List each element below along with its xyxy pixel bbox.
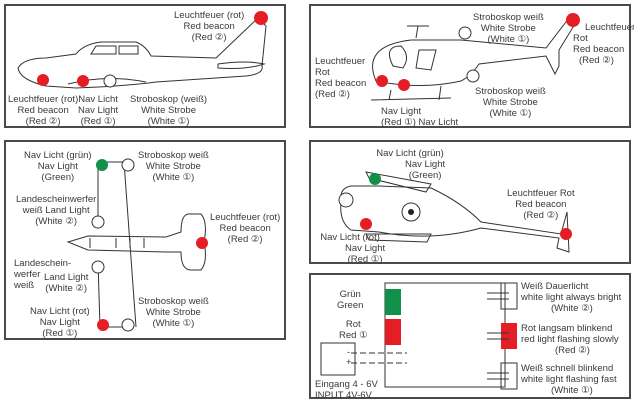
label-tail-beacon: Leuchtfeuer (rot)Red beacon(Red ②) xyxy=(174,10,245,43)
beacon-light xyxy=(196,237,208,249)
helicopter-top-drawing xyxy=(338,171,572,253)
strobe-light-bottom xyxy=(121,318,135,332)
nav-light-green xyxy=(369,173,381,185)
wiring-drawing xyxy=(320,282,518,390)
label-nav-light: Nav Light(Red ①) Nav Licht xyxy=(381,106,459,128)
belly-beacon-light xyxy=(37,74,49,86)
beacon-light xyxy=(560,228,572,240)
top-strobe-light xyxy=(458,26,472,40)
strobe-light-top xyxy=(121,158,135,172)
red-output xyxy=(385,319,401,345)
nav-light-green xyxy=(96,159,108,171)
nav-light-red xyxy=(97,319,109,331)
tail-beacon-light xyxy=(254,11,268,25)
nav-light-red xyxy=(360,218,372,230)
panel-helicopter-top: Nav Licht (grün)Nav Light(Green) Leuchtf… xyxy=(309,140,631,265)
label-beacon: Leuchtfeuer (rot)Red beacon(Red ②) xyxy=(210,212,281,245)
white-steady-output xyxy=(500,282,518,310)
green-output xyxy=(385,289,401,315)
label-belly-beacon: Leuchtfeuer (rot)Red beacon(Red ②) xyxy=(8,94,79,127)
label-nav-green: Nav Licht (grün)Nav Light(Green) xyxy=(376,148,446,181)
land-light-bottom xyxy=(91,260,105,274)
panel-airplane-top: Nav Licht (grün)Nav Light(Green) Strobos… xyxy=(4,140,286,340)
front-beacon-light xyxy=(376,75,388,87)
label-strobe: Stroboskop (weiß)White Strobe(White ①) xyxy=(130,94,208,127)
label-nav-red: Nav Licht (rot)Nav Light(Red ①) xyxy=(30,306,90,339)
label-plus: + xyxy=(346,357,352,368)
label-nav-green: Nav Licht (grün)Nav Light(Green) xyxy=(24,150,92,183)
battery-box xyxy=(320,342,356,376)
airplane-top-drawing xyxy=(66,158,208,332)
nav-light-red xyxy=(77,75,89,87)
front-dome xyxy=(338,192,354,208)
label-minus: - xyxy=(347,347,351,358)
white-fast-output xyxy=(500,362,518,390)
airplane-side-drawing xyxy=(17,11,268,89)
bottom-strobe-light xyxy=(466,69,480,83)
strobe-light-white xyxy=(103,74,117,88)
helicopter-side-drawing xyxy=(370,13,580,101)
tail-beacon-light xyxy=(566,13,580,27)
label-nav-red: Nav Licht (rot)Nav Light(Red ①) xyxy=(320,232,386,265)
rotor-hub-center xyxy=(408,209,414,215)
red-slow-output xyxy=(501,323,517,349)
nav-light-red xyxy=(398,79,410,91)
panel-airplane-side: Leuchtfeuer (rot)Red beacon(Red ②) Leuch… xyxy=(4,4,286,128)
land-light-top xyxy=(91,215,105,229)
label-land-bottom-en: Land Light(White ②) xyxy=(44,272,89,294)
